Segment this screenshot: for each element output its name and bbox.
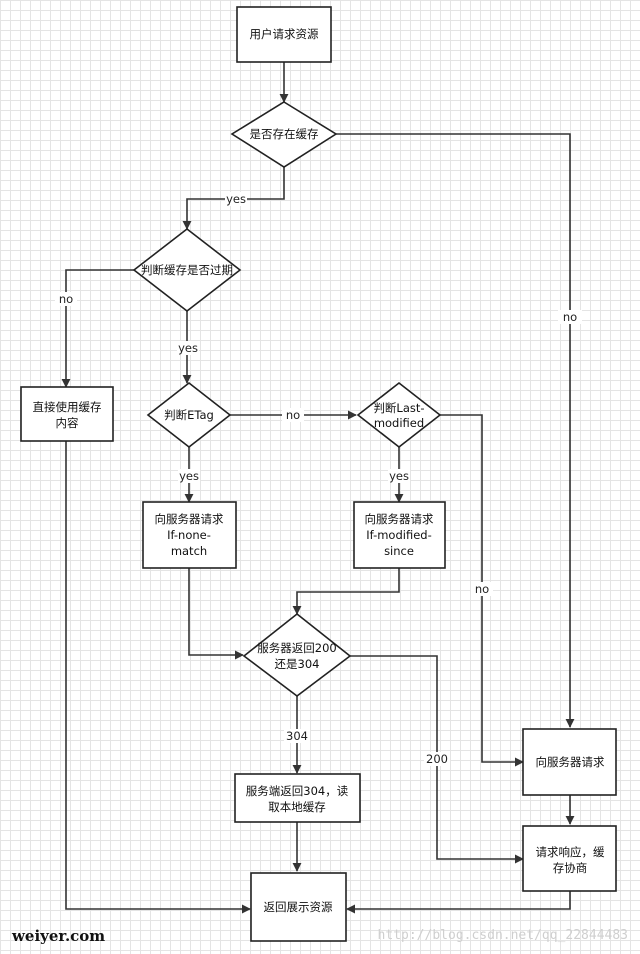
node-check-expired: 判断缓存是否过期 — [132, 227, 242, 313]
node-label-line-1: 请求响应，缓 — [536, 845, 605, 859]
node-server-304-local: 服务端返回304，读 取本地缓存 — [234, 773, 361, 823]
node-request-server: 向服务器请求 — [522, 728, 617, 796]
node-label: 判断ETag — [164, 408, 214, 422]
node-label-line-1: 直接使用缓存 — [33, 400, 102, 414]
node-label-line-2: 内容 — [56, 416, 79, 430]
edge-labels: yes no no yes no yes yes no 304 200 — [55, 192, 582, 766]
node-label: 向服务器请求 — [536, 755, 605, 769]
node-use-cache-direct: 直接使用缓存 内容 — [20, 386, 114, 442]
edge-modsince-to-status — [292, 568, 400, 615]
edge-direct-to-show — [65, 441, 251, 914]
watermark-right: http://blog.csdn.net/qq_22844483 — [378, 928, 628, 943]
edge-label-yes: yes — [226, 192, 246, 206]
edge-label-no: no — [475, 582, 489, 596]
edge-nonematch-to-status — [188, 568, 244, 660]
node-label-line-2: If-modified- — [366, 528, 431, 542]
edge-cached-no — [336, 133, 575, 728]
edge-label-no: no — [286, 408, 300, 422]
node-req-if-modified-since: 向服务器请求 If-modified- since — [353, 501, 446, 569]
edge-label-yes: yes — [389, 469, 409, 483]
node-label: 返回展示资源 — [264, 900, 333, 914]
node-label: 用户请求资源 — [250, 27, 319, 41]
node-req-if-none-match: 向服务器请求 If-none- match — [142, 501, 237, 569]
node-show-resource: 返回展示资源 — [250, 872, 347, 942]
node-label-line-1: 服务器返回200 — [257, 641, 336, 655]
node-label-line-1: 向服务器请求 — [155, 512, 224, 526]
node-label-line-2: modified — [374, 416, 424, 430]
edge-label-no: no — [59, 292, 73, 306]
node-label-line-1: 判断Last- — [373, 401, 424, 415]
node-server-status: 服务器返回200 还是304 — [242, 612, 352, 698]
edge-label-200: 200 — [426, 752, 448, 766]
node-label: 判断缓存是否过期 — [141, 263, 233, 277]
node-label: 是否存在缓存 — [250, 127, 319, 141]
node-label-line-2: 存协商 — [553, 861, 588, 875]
edge-expired-no — [61, 269, 134, 388]
node-is-cached: 是否存在缓存 — [230, 101, 338, 168]
node-user-request: 用户请求资源 — [236, 6, 332, 63]
node-label-line-3: match — [171, 544, 207, 558]
node-label-line-3: since — [384, 544, 414, 558]
node-check-last-modified: 判断Last- modified — [356, 381, 442, 449]
edge-label-yes: yes — [179, 469, 199, 483]
edge-label-304: 304 — [286, 729, 308, 743]
edge-label-yes: yes — [178, 341, 198, 355]
node-label-line-1: 服务端返回304，读 — [246, 784, 349, 798]
node-label-line-2: If-none- — [167, 528, 211, 542]
node-label-line-1: 向服务器请求 — [365, 512, 434, 526]
node-label-line-2: 还是304 — [275, 657, 320, 671]
node-check-etag: 判断ETag — [146, 381, 232, 449]
edge-response-to-show — [346, 891, 571, 914]
node-label-line-2: 取本地缓存 — [268, 800, 326, 814]
edge-label-no: no — [563, 310, 577, 324]
watermark-left: weiyer.com — [11, 927, 105, 945]
node-response-cache: 请求响应，缓 存协商 — [522, 825, 617, 892]
